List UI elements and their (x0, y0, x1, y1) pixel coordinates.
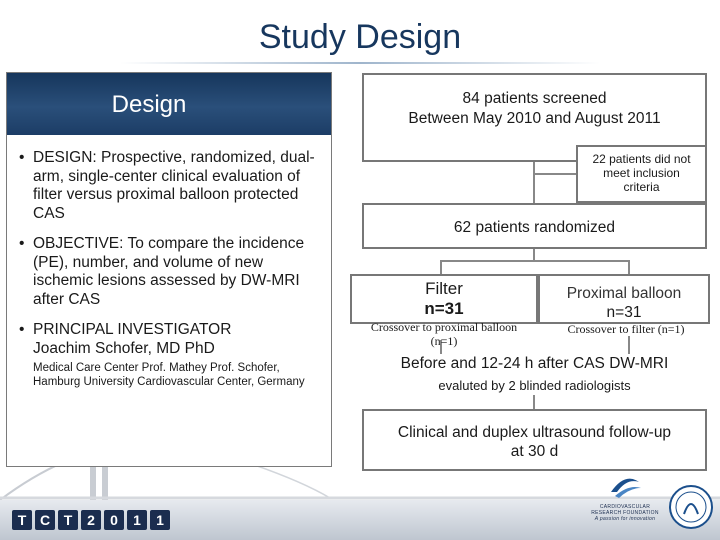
tct-2011-logo: T C T 2 0 1 1 (12, 510, 170, 530)
seal-icon (668, 484, 714, 530)
crf-swoosh-icon (605, 470, 645, 504)
bullet-design: DESIGN: Prospective, randomized, dual-ar… (19, 149, 323, 223)
excluded-box: 22 patients did not meet inclusion crite… (576, 145, 707, 203)
tct-logo-char: T (12, 510, 32, 530)
balloon-label: Proximal balloon (540, 284, 708, 303)
filter-count: n=31 (352, 299, 536, 319)
followup-line-2: at 30 d (364, 442, 705, 461)
objective-label: OBJECTIVE: (33, 235, 123, 252)
connector-to-balloon (628, 260, 630, 274)
investigator-label: PRINCIPAL INVESTIGATOR (33, 321, 231, 338)
crossover-filter-line-2: (n=1) (358, 334, 530, 348)
tct-logo-char: C (35, 510, 55, 530)
crossover-balloon-note: Crossover to filter (n=1) (555, 322, 697, 336)
excluded-line-3: criteria (578, 180, 705, 194)
tct-logo-char: 2 (81, 510, 101, 530)
tct-logo-char: T (58, 510, 78, 530)
connector-to-excluded (533, 173, 576, 175)
connector-split-horizontal (440, 260, 630, 262)
filter-label: Filter (352, 279, 536, 299)
design-panel: Design DESIGN: Prospective, randomized, … (6, 72, 332, 467)
balloon-count: n=31 (540, 303, 708, 322)
crossover-filter-line-1: Crossover to proximal balloon (358, 320, 530, 334)
connector-to-filter (440, 260, 442, 274)
title-divider (120, 62, 600, 64)
connector-to-followup (533, 395, 535, 409)
connector-balloon-down (628, 336, 630, 354)
crossover-filter-note: Crossover to proximal balloon (n=1) (358, 320, 530, 348)
excluded-line-2: meet inclusion (578, 166, 705, 180)
radiologist-note: evaluted by 2 blinded radiologists (362, 378, 707, 393)
screened-period: Between May 2010 and August 2011 (364, 109, 705, 129)
crf-tagline: A passion for innovation (590, 516, 660, 522)
crf-logo: CARDIOVASCULAR RESEARCH FOUNDATION A pas… (590, 470, 660, 536)
excluded-line-1: 22 patients did not (578, 152, 705, 166)
page-title: Study Design (0, 18, 720, 57)
mri-timing: Before and 12-24 h after CAS DW-MRI (362, 355, 707, 373)
tct-logo-char: 0 (104, 510, 124, 530)
filter-arm-box: Filter n=31 (350, 274, 538, 324)
bullet-objective: OBJECTIVE: To compare the incidence (PE)… (19, 235, 323, 309)
investigator-name: Joachim Schofer, MD PhD (33, 340, 215, 357)
followup-box: Clinical and duplex ultrasound follow-up… (362, 409, 707, 471)
bullet-investigator: PRINCIPAL INVESTIGATOR Joachim Schofer, … (19, 321, 323, 389)
design-panel-header: Design (7, 73, 331, 135)
followup-line-1: Clinical and duplex ultrasound follow-up (364, 423, 705, 442)
tct-logo-char: 1 (127, 510, 147, 530)
connector-screened-randomized (533, 162, 535, 203)
balloon-arm-box: Proximal balloon n=31 (538, 274, 710, 324)
investigator-affiliation: Medical Care Center Prof. Mathey Prof. S… (33, 362, 323, 389)
design-label: DESIGN: (33, 149, 97, 166)
tct-logo-char: 1 (150, 510, 170, 530)
screened-count: 84 patients screened (364, 89, 705, 109)
randomized-box: 62 patients randomized (362, 203, 707, 249)
design-bullets: DESIGN: Prospective, randomized, dual-ar… (7, 135, 331, 389)
